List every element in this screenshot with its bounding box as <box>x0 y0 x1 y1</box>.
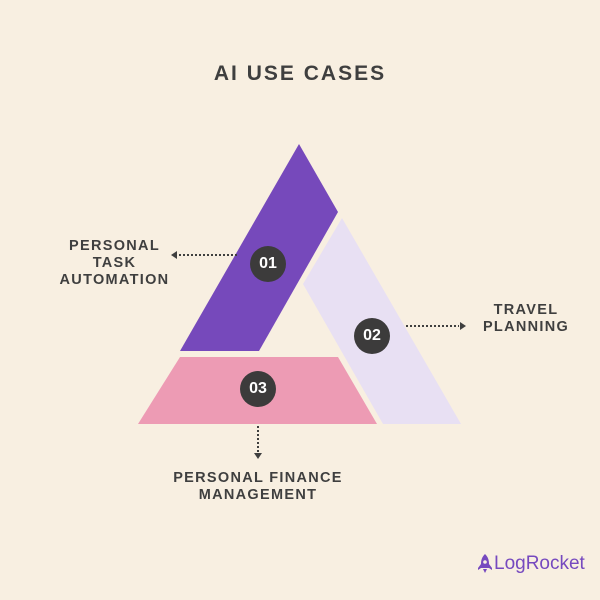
label-travel-planning: TRAVEL PLANNING <box>482 302 570 335</box>
badge-03: 03 <box>240 371 276 407</box>
label-personal-task-automation: PERSONAL TASK AUTOMATION <box>59 238 170 288</box>
badge-02: 02 <box>354 318 390 354</box>
connector-01-arrow <box>171 251 237 259</box>
brand-name: LogRocket <box>494 553 585 574</box>
rocket-icon <box>478 554 492 573</box>
connector-02-arrow <box>406 322 466 330</box>
connector-03-arrow <box>254 426 262 459</box>
label-personal-finance-management: PERSONAL FINANCE MANAGEMENT <box>173 470 343 503</box>
badge-01: 01 <box>250 246 286 282</box>
page-title: AI USE CASES <box>213 62 387 85</box>
logrocket-logo: LogRocket <box>478 553 585 575</box>
